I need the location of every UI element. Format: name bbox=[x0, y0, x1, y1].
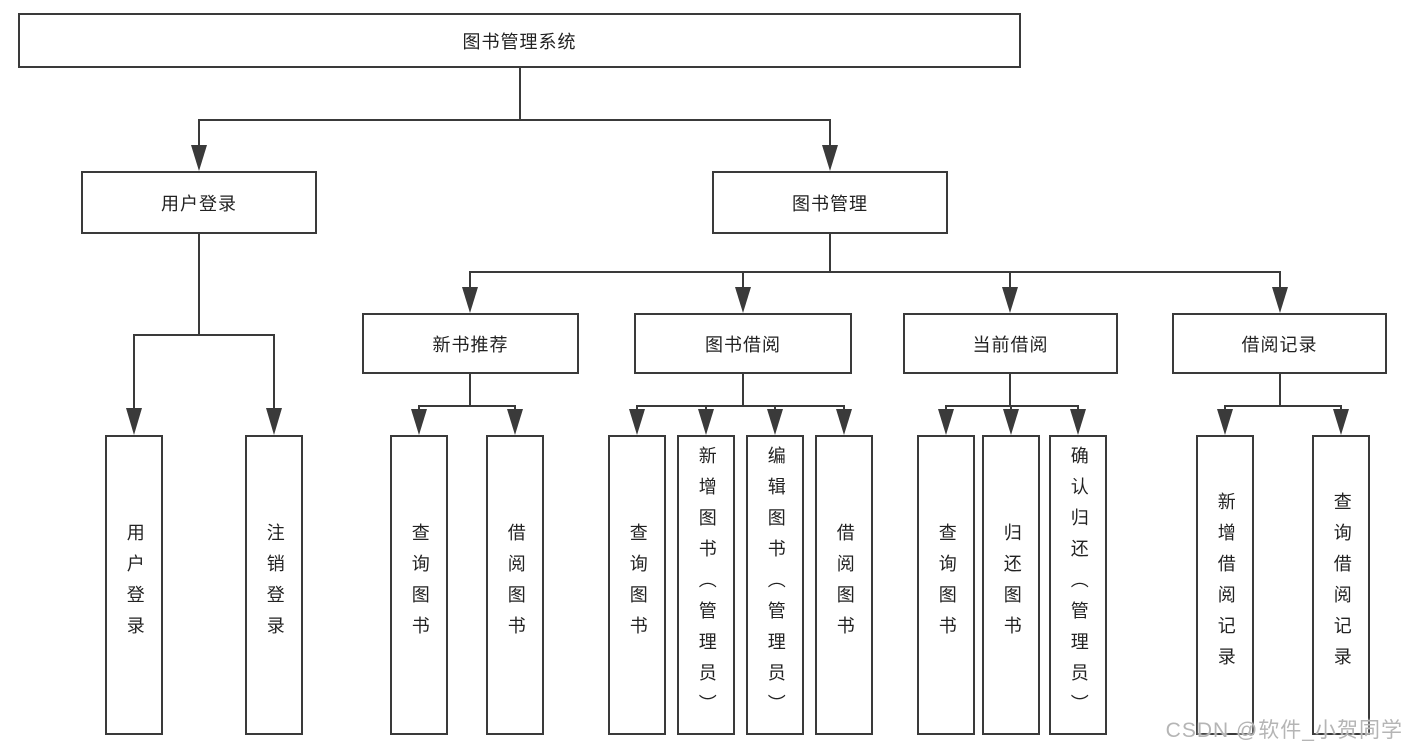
leaf-borrow-edit-books-admin: 编辑图书（管理员） bbox=[746, 435, 804, 735]
leaf-newrec-query-books: 查询图书 bbox=[390, 435, 448, 735]
arrowhead-down bbox=[1070, 409, 1086, 435]
node-label: 编辑图书（管理员） bbox=[765, 445, 786, 725]
arrowhead-down bbox=[191, 145, 207, 171]
arrowhead-down bbox=[735, 287, 751, 313]
node-label: 新书推荐 bbox=[432, 334, 509, 355]
arrowhead-down bbox=[822, 145, 838, 171]
leaf-records-query-record: 查询借阅记录 bbox=[1312, 435, 1370, 735]
node-label: 查询图书 bbox=[409, 523, 430, 647]
leaf-records-add-record: 新增借阅记录 bbox=[1196, 435, 1254, 735]
node-label: 图书管理系统 bbox=[462, 31, 577, 52]
node-label: 用户登录 bbox=[161, 193, 237, 214]
leaf-newrec-borrow-books: 借阅图书 bbox=[486, 435, 544, 735]
arrowhead-down bbox=[266, 408, 282, 435]
arrowhead-down bbox=[1272, 287, 1288, 313]
arrowhead-down bbox=[462, 287, 478, 313]
node-user-login: 用户登录 bbox=[81, 171, 317, 234]
leaf-user-login: 用户登录 bbox=[105, 435, 163, 735]
node-label: 新增图书（管理员） bbox=[696, 445, 717, 725]
node-label: 借阅图书 bbox=[505, 523, 526, 647]
node-book-management: 图书管理 bbox=[712, 171, 948, 234]
arrowhead-down bbox=[507, 409, 523, 435]
node-current-borrow: 当前借阅 bbox=[903, 313, 1118, 374]
arrowhead-down bbox=[1333, 409, 1349, 435]
node-library-management-system: 图书管理系统 bbox=[18, 13, 1021, 68]
leaf-borrow-query-books: 查询图书 bbox=[608, 435, 666, 735]
node-borrow-records: 借阅记录 bbox=[1172, 313, 1387, 374]
node-label: 当前借阅 bbox=[972, 334, 1049, 355]
node-label: 新增借阅记录 bbox=[1215, 492, 1236, 678]
node-label: 确认归还（管理员） bbox=[1068, 445, 1089, 725]
csdn-watermark: CSDN @软件_小贺同学 bbox=[1165, 719, 1403, 742]
arrowhead-down bbox=[1002, 287, 1018, 313]
node-label: 图书管理 bbox=[792, 193, 868, 214]
leaf-logout-login: 注销登录 bbox=[245, 435, 303, 735]
node-label: 归还图书 bbox=[1001, 523, 1022, 647]
leaf-borrow-borrow-books: 借阅图书 bbox=[815, 435, 873, 735]
connector-root-to-level2 bbox=[191, 68, 838, 171]
arrowhead-down bbox=[767, 409, 783, 435]
connector-new-book-recommend-to-leaves bbox=[411, 374, 523, 435]
connector-book-borrow-to-leaves bbox=[629, 374, 852, 435]
node-book-borrow: 图书借阅 bbox=[634, 313, 852, 374]
node-label: 借阅记录 bbox=[1241, 334, 1318, 355]
node-label: 查询借阅记录 bbox=[1331, 492, 1352, 678]
node-label: 用户登录 bbox=[124, 523, 145, 647]
arrowhead-down bbox=[411, 409, 427, 435]
node-label: 查询图书 bbox=[627, 523, 648, 647]
arrowhead-down bbox=[938, 409, 954, 435]
node-label: 借阅图书 bbox=[834, 523, 855, 647]
arrowhead-down bbox=[629, 409, 645, 435]
arrowhead-down bbox=[698, 409, 714, 435]
connector-borrow-records-to-leaves bbox=[1217, 374, 1349, 435]
leaf-current-return-books: 归还图书 bbox=[982, 435, 1040, 735]
leaf-current-query-books: 查询图书 bbox=[917, 435, 975, 735]
node-new-book-recommend: 新书推荐 bbox=[362, 313, 579, 374]
node-label: 查询图书 bbox=[936, 523, 957, 647]
arrowhead-down bbox=[126, 408, 142, 435]
node-label: 图书借阅 bbox=[705, 334, 781, 355]
arrowhead-down bbox=[1003, 409, 1019, 435]
connector-book-management-to-level3 bbox=[462, 234, 1288, 313]
arrowhead-down bbox=[1217, 409, 1233, 435]
node-label: 注销登录 bbox=[264, 523, 285, 647]
leaf-borrow-add-books-admin: 新增图书（管理员） bbox=[677, 435, 735, 735]
arrowhead-down bbox=[836, 409, 852, 435]
connector-user-login-to-leaves bbox=[126, 234, 282, 435]
leaf-current-confirm-return-admin: 确认归还（管理员） bbox=[1049, 435, 1107, 735]
connector-current-borrow-to-leaves bbox=[938, 374, 1086, 435]
